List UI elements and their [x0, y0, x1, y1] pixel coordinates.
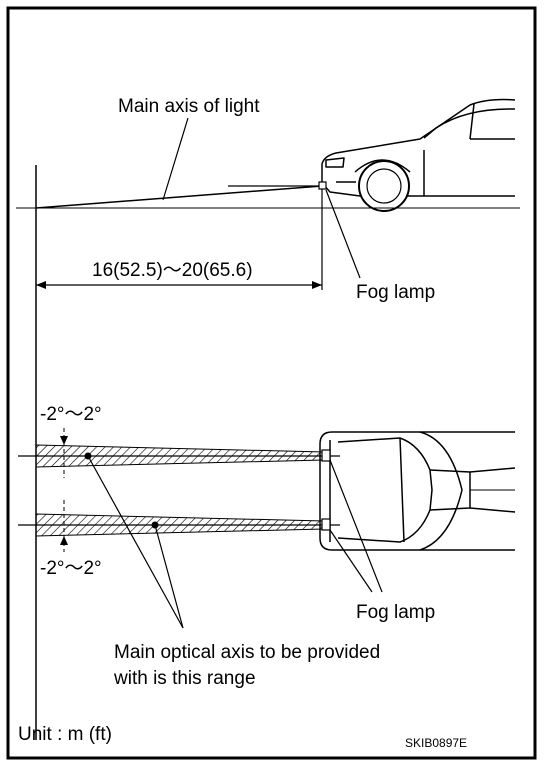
distance-arrow-right [312, 281, 322, 289]
main-axis-label: Main axis of light [118, 96, 260, 117]
fog-lamp-top-leader [325, 189, 361, 279]
angle-arrow-lower [60, 536, 68, 545]
main-axis-line [35, 185, 323, 209]
fog-lamp-top-label: Fog lamp [356, 282, 435, 303]
angle-arrow-upper [60, 436, 68, 445]
front-wheel [358, 160, 410, 212]
fog-lamp-bottom-label: Fog lamp [356, 602, 435, 623]
fog-lamp-bottom-leader-1 [329, 459, 383, 593]
car-top-outline [319, 431, 516, 551]
distance-label: 16(52.5)～20(65.6) [92, 260, 253, 281]
figure-frame [6, 6, 537, 760]
distance-arrow-left [36, 281, 46, 289]
figure-code: SKIB0897E [405, 736, 467, 750]
car-side-outline [321, 98, 516, 197]
optical-axis-leader-lower [154, 524, 184, 629]
angle-label-bottom: -2°～2° [40, 558, 102, 579]
fog-lamp-bottom-leader-2 [329, 529, 373, 593]
angle-label-top: -2°～2° [40, 404, 102, 425]
optical-axis-label-line1: Main optical axis to be provided [114, 642, 380, 663]
side-view: Main axis of light 16(52.5)～20(65.6) Fog… [16, 96, 520, 303]
front-wheel-hub [366, 168, 402, 204]
main-axis-leader [162, 117, 189, 201]
fog-lamp-top-view-upper [321, 449, 331, 462]
optical-axis-label-line2: with is this range [113, 668, 256, 689]
top-view: -2°～2° -2°～2° Fog lamp Main optical axis… [18, 404, 516, 689]
fog-lamp-side [318, 181, 327, 190]
fog-lamp-top-view-lower [321, 518, 331, 531]
unit-label: Unit : m (ft) [18, 724, 112, 745]
optical-axis-leader-upper [87, 455, 184, 629]
